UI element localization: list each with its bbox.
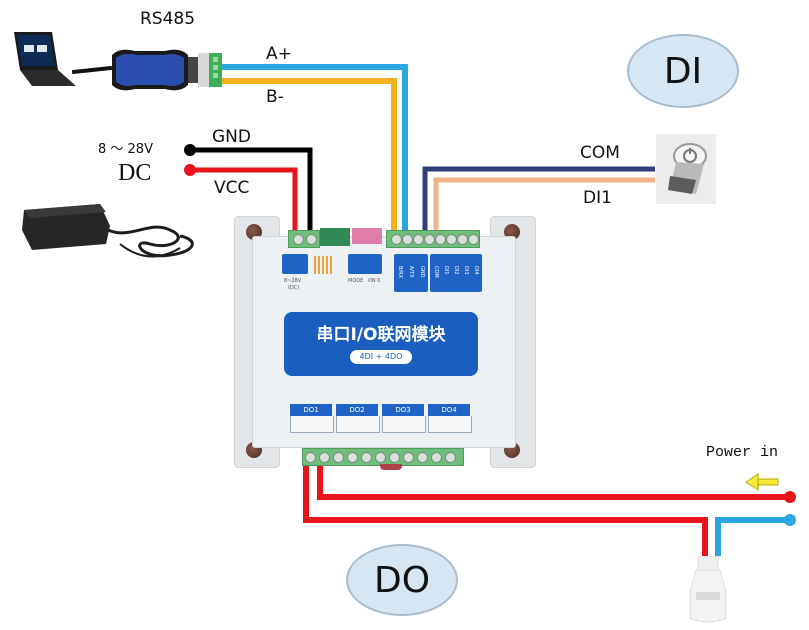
voltage-range-label: 8 ～ 28V (98, 142, 153, 157)
do2-label: DO2 (336, 404, 378, 416)
terminal-label: COM (433, 266, 439, 278)
di-terminal-panel: COM DI1 DI2 DI3 DI4 (430, 254, 482, 292)
io-module: 8~28V (DC) MODE ON 0 B/RX A/TX GND COM D… (234, 216, 536, 470)
signal-terminal-block (386, 230, 480, 248)
module-title-panel: 串口I/O联网模块 4DI + 4DO (284, 312, 478, 376)
relay-symbol-icon (336, 416, 380, 433)
relay-symbol-icon (428, 416, 472, 433)
wire-a-plus (222, 64, 408, 236)
laptop-icon (8, 30, 78, 90)
do-section-label: DO (346, 544, 458, 616)
com-label: COM (580, 143, 620, 163)
dip-mode-label: MODE (348, 278, 364, 284)
di-section-label: DI (627, 34, 739, 108)
b-minus-label: B- (266, 87, 284, 107)
terminal-label: A/TX (408, 266, 414, 278)
do1-label: DO1 (290, 404, 332, 416)
output-terminal-block (302, 448, 464, 466)
power-input-panel (282, 254, 308, 274)
power-input-label: 8~28V (284, 278, 302, 284)
power-input-sublabel: (DC) (288, 285, 300, 291)
terminal-label: DI4 (473, 266, 479, 275)
vcc-terminal-dot (184, 164, 196, 176)
terminal-label: DI2 (453, 266, 459, 275)
power-terminal-block (288, 230, 320, 248)
wire-do-neutral (715, 517, 790, 556)
status-leds (314, 256, 334, 274)
gnd-label: GND (212, 127, 251, 147)
do3-label: DO3 (382, 404, 424, 416)
power-adapter-icon (20, 200, 210, 270)
wire-com (422, 166, 655, 236)
power-in-line-dot (784, 491, 796, 503)
module-title: 串口I/O联网模块 (316, 325, 446, 345)
power-in-arrow-icon (745, 473, 779, 491)
wire-vcc (190, 167, 298, 236)
wire-do-line-inner (317, 456, 790, 500)
power-in-label: Power in (706, 444, 779, 461)
wire-b-minus (222, 78, 397, 236)
a-plus-label: A+ (266, 44, 292, 64)
led-connector (320, 228, 350, 246)
dc-label: DC (118, 160, 152, 186)
power-in-neutral-dot (784, 514, 796, 526)
dip-switch-header (352, 228, 382, 244)
comm-terminal-panel: B/RX A/TX GND (394, 254, 428, 292)
din-rail-clip (380, 464, 402, 470)
terminal-label: DI3 (463, 266, 469, 275)
rs485-converter-icon (110, 45, 225, 95)
vcc-label: VCC (214, 178, 250, 198)
module-subtitle: 4DI + 4DO (350, 350, 412, 364)
rs485-label: RS485 (140, 9, 196, 29)
wire-do-line-outer (303, 456, 708, 556)
relay-symbol-icon (290, 416, 334, 433)
push-button-switch-icon (656, 134, 716, 204)
relay-symbol-icon (382, 416, 426, 433)
terminal-label: DI1 (443, 266, 449, 275)
lamp-load-icon (686, 555, 730, 626)
terminal-label: GND (419, 266, 425, 278)
gnd-terminal-dot (184, 144, 196, 156)
terminal-label: B/RX (397, 266, 403, 279)
wire-di1 (433, 177, 655, 236)
dip-switch (348, 254, 382, 274)
do4-label: DO4 (428, 404, 470, 416)
di1-label: DI1 (583, 188, 612, 208)
wire-gnd (190, 147, 313, 236)
dip-on-label: ON 0 (368, 278, 381, 284)
